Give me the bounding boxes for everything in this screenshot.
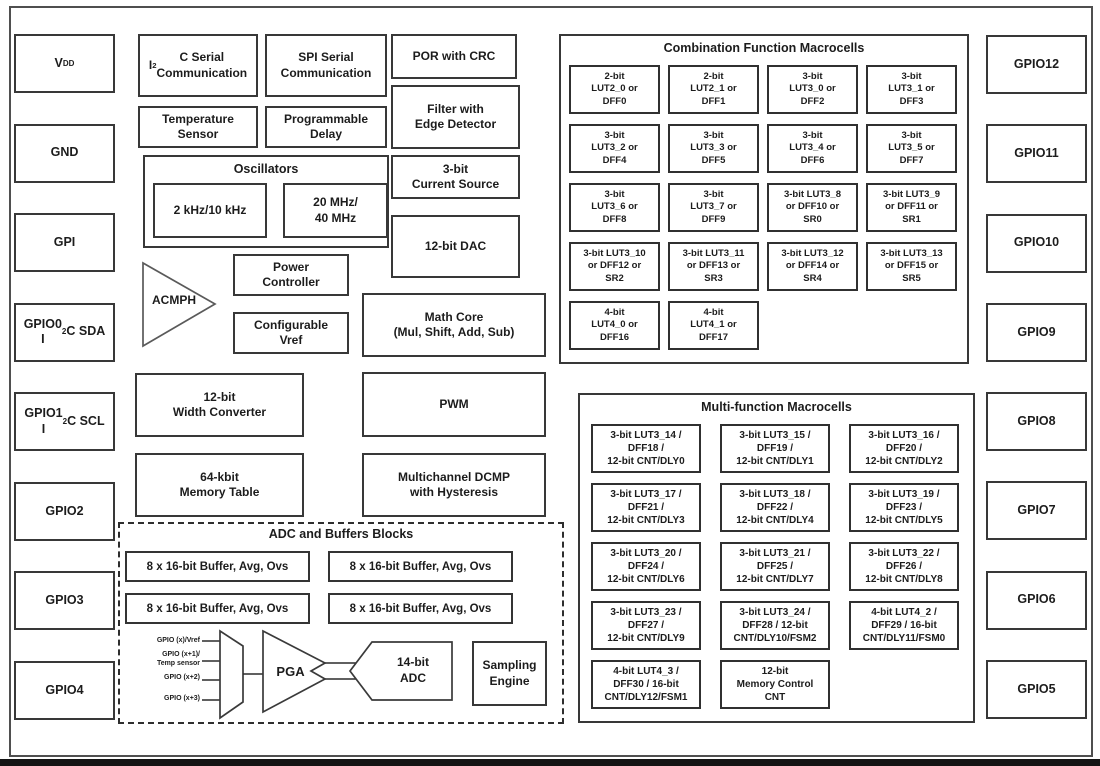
adc-buffer-block: 8 x 16-bit Buffer, Avg, Ovs [125, 551, 310, 582]
mux-input-label: GPIO (x+3) [164, 695, 200, 702]
pin-box: GPI [14, 213, 115, 273]
pin-box: GPIO6 [986, 570, 1087, 630]
adc-buffers-title: ADC and Buffers Blocks [268, 527, 414, 541]
pin-box: GPIO12 [986, 35, 1087, 94]
multifunction-macrocell: 3-bit LUT3_23 /DFF27 /12-bit CNT/DLY9 [591, 601, 701, 650]
analog-mux-shape [219, 629, 244, 720]
pin-box: GPIO5 [986, 659, 1087, 719]
combination-macrocells-title: Combination Function Macrocells [663, 41, 865, 55]
adc-buffer-grid: 8 x 16-bit Buffer, Avg, Ovs 8 x 16-bit Bu… [125, 551, 513, 624]
multifunction-macrocell: 3-bit LUT3_18 /DFF22 /12-bit CNT/DLY4 [720, 483, 830, 532]
block-osc-high-speed: 20 MHz/40 MHz [283, 183, 388, 238]
adc-buffer-block: 8 x 16-bit Buffer, Avg, Ovs [125, 593, 310, 624]
acmph-triangle-shape [142, 261, 217, 348]
adc-shape [348, 641, 453, 701]
pin-box: GPIO4 [14, 660, 115, 720]
multifunction-macrocell: 3-bit LUT3_21 /DFF25 /12-bit CNT/DLY7 [720, 542, 830, 591]
block-osc-low-speed: 2 kHz/10 kHz [153, 183, 267, 238]
analog-chain-shapes [202, 629, 453, 720]
oscillators-title: Oscillators [233, 162, 299, 176]
multifunction-macrocell-grid: 3-bit LUT3_14 /DFF18 /12-bit CNT/DLY0 3-b… [591, 424, 959, 709]
pin-box: GPIO7 [986, 481, 1087, 541]
pin-box: GPIO9 [986, 302, 1087, 362]
group-multifunction-macrocells: Multi-function Macrocells 3-bit LUT3_14 … [578, 393, 975, 723]
mux-input-label: GPIO (x)/Vref [156, 637, 200, 644]
block-por-crc: POR with CRC [391, 34, 517, 79]
group-oscillators: Oscillators 2 kHz/10 kHz 20 MHz/40 MHz [143, 155, 389, 248]
pin-box: GPIO11 [986, 124, 1087, 184]
pin-box: GPIO2 [14, 481, 115, 541]
multifunction-macrocell: 3-bit LUT3_16 /DFF20 /12-bit CNT/DLY2 [849, 424, 959, 473]
pin-box: GND [14, 123, 115, 183]
pin-box: GPIO3 [14, 571, 115, 631]
block-math-core: Math Core(Mul, Shift, Add, Sub) [362, 293, 546, 357]
pga-shape [262, 629, 327, 714]
block-dac: 12-bit DAC [391, 215, 520, 278]
mux-input-label: GPIO (x+2) [164, 674, 200, 681]
pin-box: GPIO8 [986, 392, 1087, 452]
mux-input-label: GPIO (x+1)/Temp sensor [156, 651, 200, 668]
block-pwm: PWM [362, 372, 546, 437]
page-rule-bar [0, 759, 1100, 766]
pin-box: GPIO10 [986, 213, 1087, 273]
multifunction-macrocell: 3-bit LUT3_20 /DFF24 /12-bit CNT/DLY6 [591, 542, 701, 591]
pga-label: PGA [276, 664, 305, 679]
adc-buffer-block: 8 x 16-bit Buffer, Avg, Ovs [328, 593, 513, 624]
multifunction-macrocell: 3-bit LUT3_19 /DFF23 /12-bit CNT/DLY5 [849, 483, 959, 532]
multifunction-macrocell: 3-bit LUT3_22 /DFF26 /12-bit CNT/DLY8 [849, 542, 959, 591]
acmph-label: ACMPH [152, 292, 196, 307]
multifunction-macrocell: 3-bit LUT3_14 /DFF18 /12-bit CNT/DLY0 [591, 424, 701, 473]
multifunction-macrocells-title: Multi-function Macrocells [701, 400, 852, 414]
adc-buffer-block: 8 x 16-bit Buffer, Avg, Ovs [328, 551, 513, 582]
multifunction-macrocell: 3-bit LUT3_17 /DFF21 /12-bit CNT/DLY3 [591, 483, 701, 532]
multifunction-macrocell: 3-bit LUT3_15 /DFF19 /12-bit CNT/DLY1 [720, 424, 830, 473]
